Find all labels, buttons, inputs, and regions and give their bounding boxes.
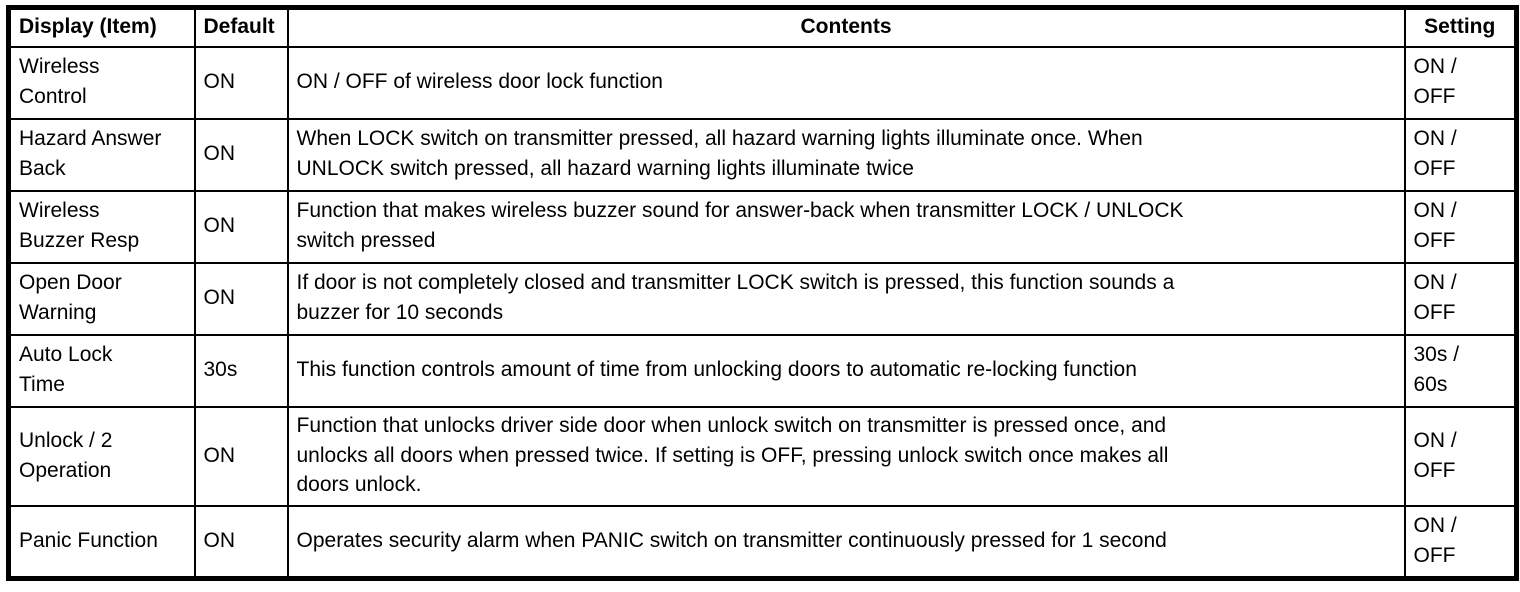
setting-options: ON / OFF: [1403, 505, 1518, 580]
setting-options: ON / OFF: [1403, 117, 1518, 192]
item-name: Wireless Control: [7, 45, 196, 120]
default-value: ON: [193, 405, 289, 508]
table-header-row: Display (Item) Default Contents Setting: [7, 6, 1518, 48]
item-name: Auto Lock Time: [7, 333, 196, 408]
default-value: ON: [193, 505, 289, 580]
table-row: Open Door Warning ON If door is not comp…: [7, 261, 1518, 336]
default-value: ON: [193, 189, 289, 264]
default-value: ON: [193, 117, 289, 192]
contents-text: Operates security alarm when PANIC switc…: [286, 505, 1406, 580]
column-header-setting: Setting: [1403, 6, 1518, 48]
setting-options: ON / OFF: [1403, 261, 1518, 336]
setting-options: 30s / 60s: [1403, 333, 1518, 408]
column-header-contents: Contents: [286, 6, 1406, 48]
item-name: Open Door Warning: [7, 261, 196, 336]
settings-table: Display (Item) Default Contents Setting …: [6, 5, 1519, 581]
item-name: Hazard Answer Back: [7, 117, 196, 192]
table-row: Unlock / 2 Operation ON Function that un…: [7, 405, 1518, 508]
contents-text: Function that unlocks driver side door w…: [286, 405, 1406, 508]
contents-text: ON / OFF of wireless door lock function: [286, 45, 1406, 120]
setting-options: ON / OFF: [1403, 45, 1518, 120]
default-value: 30s: [193, 333, 289, 408]
column-header-display-item: Display (Item): [7, 6, 196, 48]
setting-options: ON / OFF: [1403, 189, 1518, 264]
table-row: Wireless Buzzer Resp ON Function that ma…: [7, 189, 1518, 264]
table-row: Auto Lock Time 30s This function control…: [7, 333, 1518, 408]
table-row: Wireless Control ON ON / OFF of wireless…: [7, 45, 1518, 120]
contents-text: Function that makes wireless buzzer soun…: [286, 189, 1406, 264]
contents-text: If door is not completely closed and tra…: [286, 261, 1406, 336]
column-header-default: Default: [193, 6, 289, 48]
default-value: ON: [193, 45, 289, 120]
item-name: Unlock / 2 Operation: [7, 405, 196, 508]
table-row: Panic Function ON Operates security alar…: [7, 505, 1518, 580]
setting-options: ON / OFF: [1403, 405, 1518, 508]
item-name: Panic Function: [7, 505, 196, 580]
table-row: Hazard Answer Back ON When LOCK switch o…: [7, 117, 1518, 192]
default-value: ON: [193, 261, 289, 336]
item-name: Wireless Buzzer Resp: [7, 189, 196, 264]
contents-text: This function controls amount of time fr…: [286, 333, 1406, 408]
contents-text: When LOCK switch on transmitter pressed,…: [286, 117, 1406, 192]
